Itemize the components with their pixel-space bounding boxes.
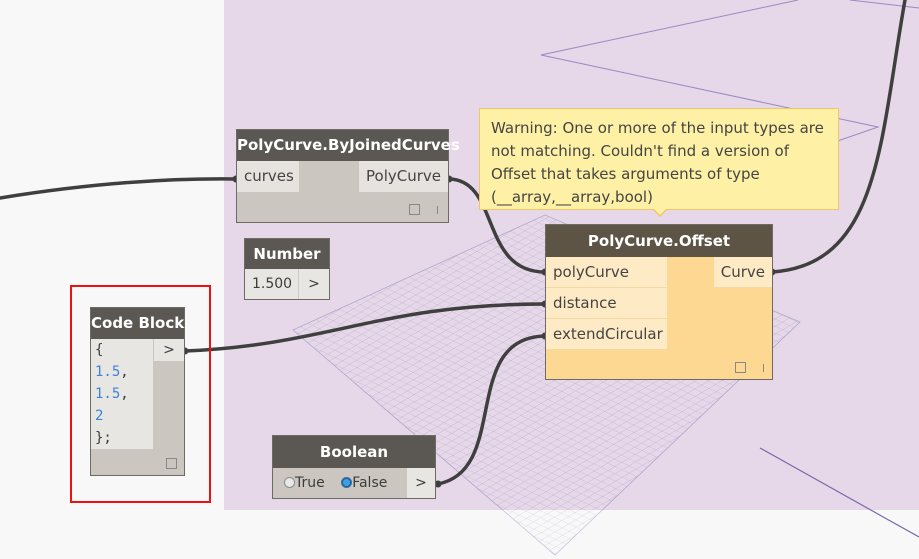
- output-port[interactable]: >: [154, 339, 184, 361]
- code-token: ,: [120, 386, 129, 402]
- input-port-curves[interactable]: curves: [237, 161, 299, 192]
- preview-toggle-icon[interactable]: [735, 362, 746, 373]
- code-line: 1.5,: [95, 361, 153, 383]
- tooltip-pointer: [652, 208, 668, 217]
- preview-toggle-icon[interactable]: [166, 458, 177, 469]
- wire-curve-output[interactable]: [770, 0, 907, 274]
- wire-polycurve-to-offset[interactable]: [447, 177, 547, 274]
- warning-tooltip: Warning: One or more of the input types …: [479, 108, 839, 217]
- radio-true[interactable]: True: [284, 475, 325, 491]
- node-boolean[interactable]: Boolean True False >: [272, 435, 436, 499]
- lacing-icon[interactable]: [763, 364, 764, 372]
- node-title: PolyCurve.Offset: [546, 225, 772, 257]
- wire-boolean-to-extendcircular[interactable]: [436, 334, 547, 486]
- node-polycurve-offset[interactable]: PolyCurve.Offset polyCurve distance exte…: [545, 224, 773, 380]
- wire-codeblock-to-distance[interactable]: [183, 302, 547, 353]
- code-token: };: [95, 430, 112, 446]
- output-port-curve[interactable]: Curve: [713, 257, 772, 288]
- code-token: 2: [95, 408, 104, 424]
- node-title: Code Block: [91, 308, 184, 339]
- warning-text: Warning: One or more of the input types …: [491, 119, 824, 206]
- node-title: Number: [245, 239, 329, 269]
- wires: [0, 0, 907, 486]
- code-line: };: [95, 427, 153, 449]
- number-value-input[interactable]: 1.500: [245, 269, 299, 299]
- geometry-line: [849, 0, 919, 9]
- input-port-distance[interactable]: distance: [546, 288, 667, 319]
- radio-button-icon[interactable]: [284, 477, 295, 488]
- code-token: {: [95, 342, 104, 358]
- grid-plane-overflow: [500, 510, 610, 555]
- code-token: ,: [120, 364, 129, 380]
- code-editor[interactable]: { 1.5, 1.5, 2 };: [91, 339, 153, 449]
- radio-label: False: [352, 475, 388, 491]
- node-title: PolyCurve.ByJoinedCurves: [237, 130, 460, 161]
- radio-button-selected-icon[interactable]: [341, 477, 353, 488]
- output-port[interactable]: >: [299, 269, 329, 299]
- node-code-block[interactable]: Code Block { 1.5, 1.5, 2 }; >: [90, 307, 185, 476]
- code-line: {: [95, 339, 153, 361]
- input-port-extendcircular[interactable]: extendCircular: [546, 319, 667, 350]
- code-token: 1.5: [95, 386, 121, 402]
- code-line: 1.5,: [95, 383, 153, 405]
- node-polycurve-byjoinedcurves[interactable]: PolyCurve.ByJoinedCurves curves PolyCurv…: [236, 129, 460, 223]
- code-token: 1.5: [95, 364, 121, 380]
- preview-toggle-icon[interactable]: [409, 204, 420, 215]
- code-line: 2: [95, 405, 153, 427]
- geometry-line: [759, 447, 919, 538]
- radio-false[interactable]: False: [341, 475, 387, 491]
- geometry-line: [540, 0, 880, 146]
- connector-dot: [434, 480, 442, 488]
- lacing-icon[interactable]: [437, 206, 438, 214]
- output-port[interactable]: >: [407, 468, 435, 498]
- node-title: Boolean: [273, 436, 435, 468]
- wire-into-curves[interactable]: [0, 177, 238, 200]
- selection-highlight: [70, 285, 211, 503]
- input-port-polycurve[interactable]: polyCurve: [546, 257, 667, 288]
- node-number[interactable]: Number 1.500 >: [244, 238, 330, 300]
- output-port-polycurve[interactable]: PolyCurve: [359, 161, 448, 192]
- boolean-options: True False: [273, 468, 407, 498]
- radio-label: True: [295, 475, 325, 491]
